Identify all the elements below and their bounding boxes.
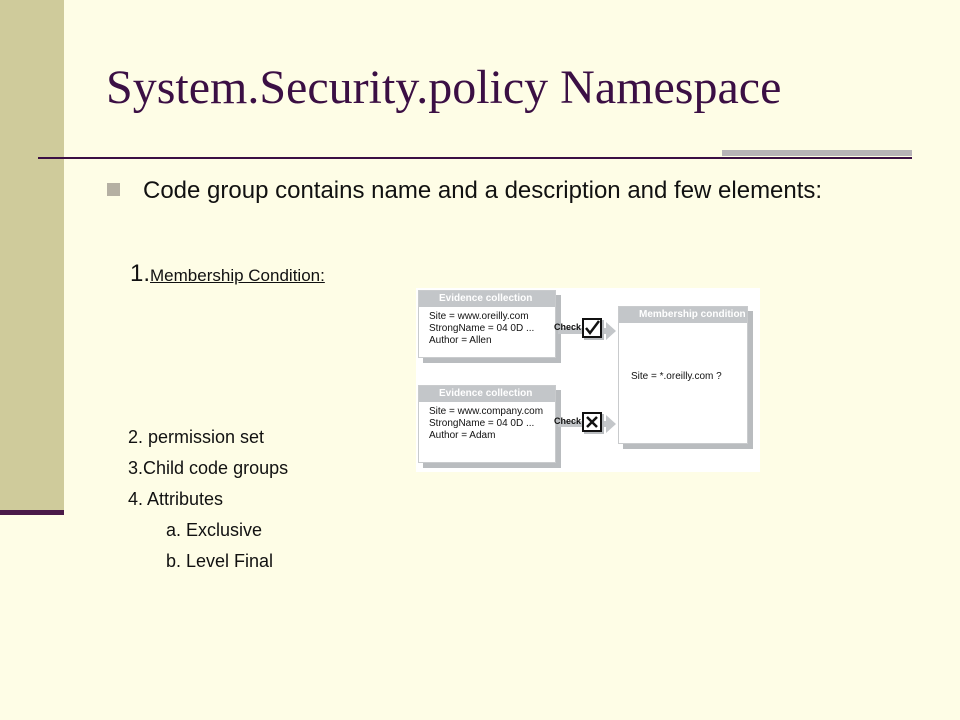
evidence-box-2: Evidence collection Site = www.company.c…	[418, 385, 556, 463]
item-number: 1.	[130, 260, 151, 287]
list-item-permission-set: 2. permission set	[128, 427, 265, 447]
evidence-line: StrongName = 04 0D ...	[429, 323, 535, 334]
membership-condition-diagram: Evidence collection Site = www.oreilly.c…	[416, 288, 760, 472]
arrow-2-head	[606, 415, 616, 433]
list-item-attributes: 4. Attributes	[128, 489, 224, 509]
list-item-child-code-groups: 3.Child code groups	[128, 458, 289, 478]
evidence-line: StrongName = 04 0D ...	[429, 418, 535, 429]
arrow-1-head	[606, 322, 616, 340]
check-label-2: Check	[554, 416, 582, 426]
evidence-box-1: Evidence collection Site = www.oreilly.c…	[418, 290, 556, 358]
check-icon	[582, 318, 602, 338]
membership-box-header: Membership condition	[619, 307, 747, 323]
bullet-text: Code group contains name and a descripti…	[143, 177, 823, 204]
membership-condition-box: Membership condition Site = *.oreilly.co…	[618, 306, 748, 444]
slide-title: System.Security.policy Namespace	[106, 61, 782, 114]
membership-condition-text: Site = *.oreilly.com ?	[631, 371, 722, 382]
list-item-level-final: b. Level Final	[166, 551, 274, 571]
item-label: Membership Condition:	[150, 266, 325, 285]
title-divider-accent	[722, 150, 912, 156]
check-label-1: Check	[554, 322, 582, 332]
evidence-line: Site = www.oreilly.com	[429, 311, 529, 322]
list-item-membership-condition: 1.Membership Condition:	[130, 260, 325, 288]
sidebar-band-end	[0, 510, 64, 515]
evidence-line: Site = www.company.com	[429, 406, 544, 417]
cross-icon	[582, 412, 602, 432]
evidence-line: Author = Allen	[429, 335, 492, 346]
bullet-square-icon	[107, 183, 120, 196]
sidebar-band	[0, 0, 64, 512]
list-item-exclusive: a. Exclusive	[166, 520, 263, 540]
evidence-box-header: Evidence collection	[419, 386, 555, 402]
evidence-box-header: Evidence collection	[419, 291, 555, 307]
title-divider	[38, 157, 912, 159]
evidence-line: Author = Adam	[429, 430, 496, 441]
